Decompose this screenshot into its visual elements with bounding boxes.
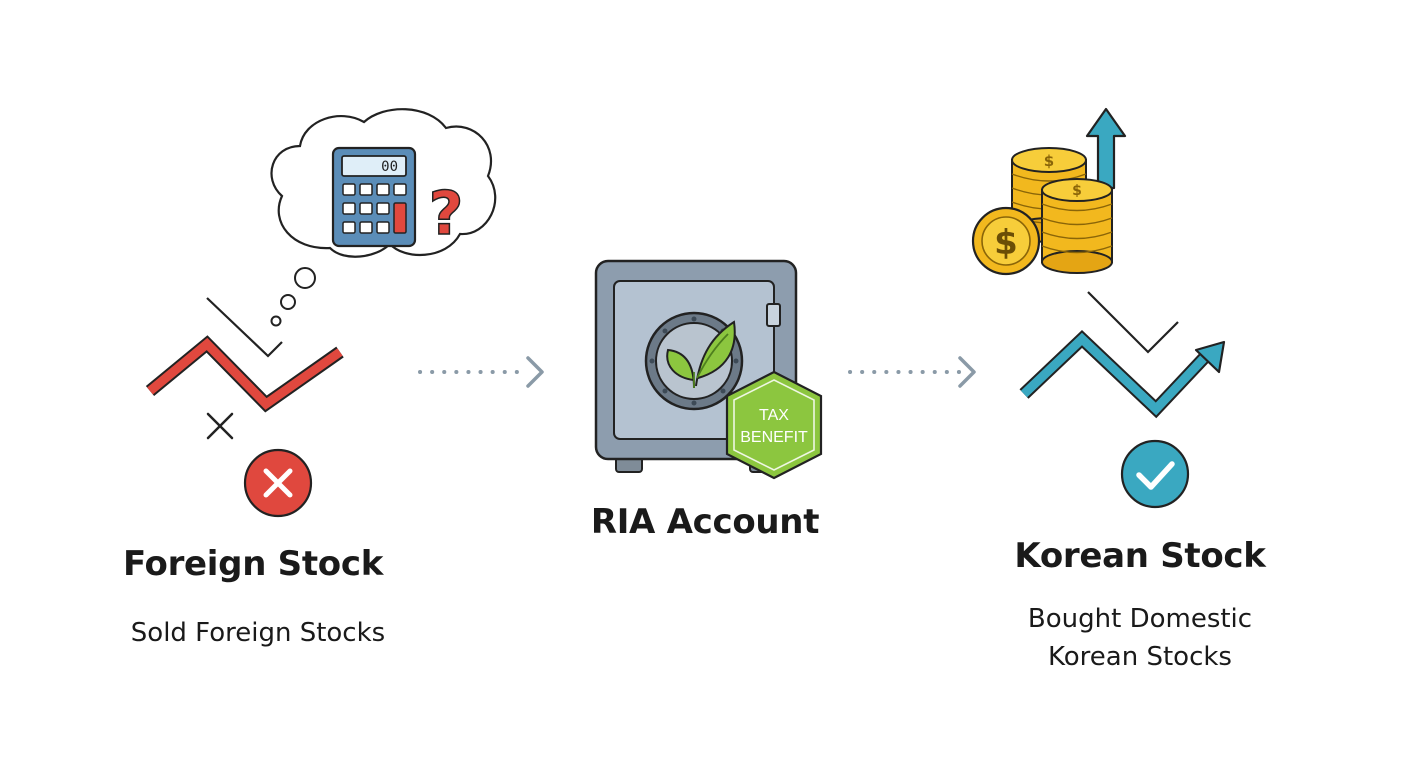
badge-text-line2: BENEFIT xyxy=(740,429,808,446)
svg-text:$: $ xyxy=(1072,183,1082,199)
svg-text:$: $ xyxy=(1044,152,1054,170)
leaf-icon xyxy=(666,320,736,389)
calculator-icon: 00 xyxy=(331,146,417,248)
x-mark-icon xyxy=(206,412,234,440)
korean-stock-title: Korean Stock xyxy=(1014,536,1266,576)
error-circle-icon xyxy=(243,448,313,518)
dotted-arrow-icon xyxy=(418,356,544,388)
zigzag-down-icon xyxy=(145,297,344,413)
question-mark-icon: ? xyxy=(429,179,464,249)
coin-stack-icon: $ $ xyxy=(1011,147,1113,274)
svg-text:$: $ xyxy=(994,223,1018,263)
trend-up-arrow-icon xyxy=(1019,291,1226,419)
korean-stock-subtitle-line2: Korean Stocks xyxy=(1048,642,1232,672)
check-circle-icon xyxy=(1120,439,1190,509)
foreign-stock-title: Foreign Stock xyxy=(122,544,384,584)
foreign-stock-subtitle: Sold Foreign Stocks xyxy=(130,618,386,648)
badge-text-line1: TAX xyxy=(759,407,789,424)
up-arrow-icon xyxy=(1085,107,1127,190)
dollar-coin-icon: $ xyxy=(971,206,1041,276)
ria-account-title: RIA Account xyxy=(590,502,820,542)
tax-benefit-badge-icon: TAX BENEFIT xyxy=(725,370,823,480)
dotted-arrow-icon xyxy=(848,356,976,388)
korean-stock-subtitle-line1: Bought Domestic xyxy=(1027,604,1253,634)
korean-stock-subtitle: Bought Domestic Korean Stocks xyxy=(990,600,1290,676)
calculator-display: 00 xyxy=(381,159,398,175)
